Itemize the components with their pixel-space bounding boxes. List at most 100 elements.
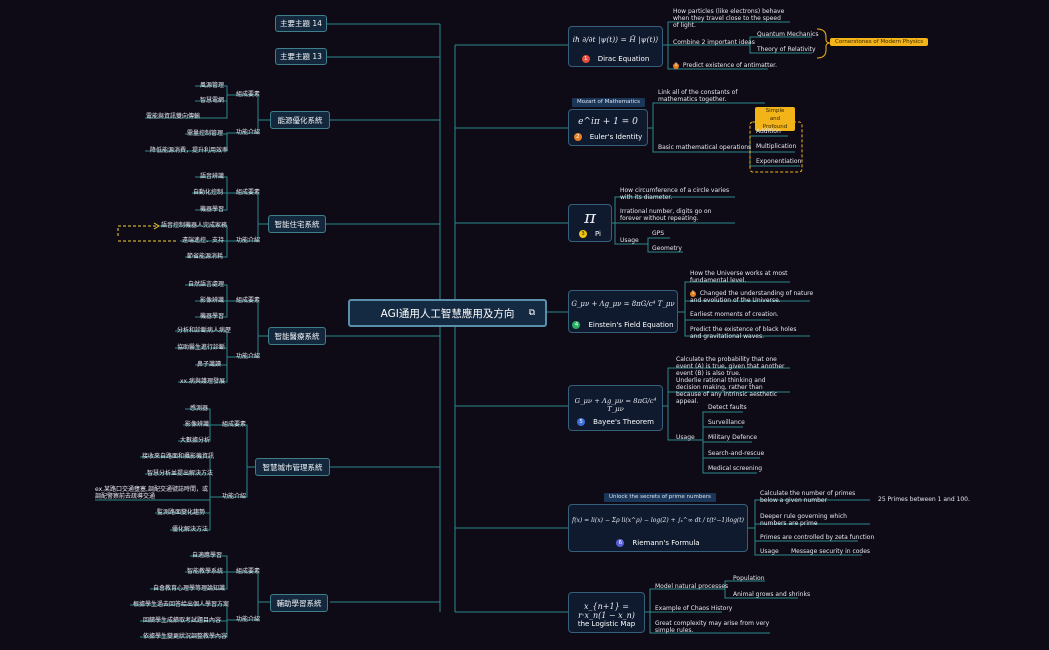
topic-13-label: 主要主題 13 — [280, 52, 322, 61]
medical-g1-item: 機器學習 — [200, 313, 225, 320]
number-badge: 3 — [578, 230, 587, 238]
logistic-formula: x_{n+1} = r·x_n(1 − x_n) — [578, 602, 635, 620]
home-g1-item: 機器學習 — [200, 206, 225, 213]
topic-city[interactable]: 智慧城市管理系統 — [255, 458, 330, 476]
logistic-title: the Logistic Map — [577, 620, 636, 628]
dirac-b2b: Theory of Relativity — [757, 46, 816, 53]
city-g2-item: 優化解決方法 — [172, 526, 209, 533]
logistic-b3: Great complexity may arise from very sim… — [655, 620, 770, 634]
topic-14[interactable]: 主要主題 14 — [275, 15, 327, 32]
dirac-b3-icon: 1 — [673, 62, 679, 69]
external-link-icon[interactable]: ⧉ — [528, 308, 535, 318]
euler-tag: Mozart of Mathematics — [572, 98, 646, 107]
medical-g1-item: 自然語言處理 — [188, 281, 225, 288]
learning-g1-item: 自會教育心理學等理論知識 — [153, 585, 226, 592]
central-title: AGI通用人工智慧應用及方向 — [380, 307, 515, 320]
bayes-b2: Underlie rational thinking and decision … — [676, 377, 778, 405]
euler-title: Euler's Identity — [589, 133, 643, 141]
bayes-use: Search-and-rescue — [708, 450, 765, 457]
energy-g2: 功能介紹 — [236, 129, 261, 136]
city-g1: 組成要素 — [222, 421, 247, 428]
energy-g2-item: 需量控制管理 — [187, 130, 224, 137]
pi-title: Pi — [594, 230, 601, 238]
dirac-formula: iħ ∂/∂t |ψ(t)⟩ = Ĥ |ψ(t)⟩ — [572, 35, 659, 44]
euler-formula: e^iπ + 1 = 0 — [578, 117, 638, 127]
topic-learning[interactable]: 輔助學習系統 — [270, 594, 328, 612]
pi-node[interactable]: π 3 Pi — [568, 204, 612, 242]
logistic-b1-item: Population — [733, 575, 765, 582]
pi-use: Geometry — [652, 245, 682, 252]
riemann-formula: f(x) = li(x) − Σρ li(x^ρ) − log(2) + ∫ₓ^… — [571, 517, 745, 524]
medical-g1: 組成要素 — [236, 297, 261, 304]
topic-home[interactable]: 智能住宅系統 — [268, 215, 326, 233]
topic-medical[interactable]: 智能醫療系統 — [268, 327, 326, 345]
learning-g2-item: 依據學生變更狀況調整教學內容 — [143, 633, 228, 640]
number-badge: 1 — [581, 55, 590, 63]
bayes-use: Surveillance — [708, 419, 745, 426]
dirac-b3-row: 1 Predict existence of antimatter. — [673, 62, 777, 69]
dirac-b2a: Quantum Mechanics — [757, 31, 819, 38]
bayes-use: Military Defence — [708, 434, 758, 441]
einstein-b4: Predict the existence of black holes and… — [690, 326, 797, 340]
riemann-node[interactable]: f(x) = li(x) − Σρ li(x^ρ) − log(2) + ∫ₓ^… — [568, 504, 748, 552]
number-badge: 5 — [577, 418, 586, 426]
euler-b1: Link all of the constants of mathematics… — [658, 89, 738, 103]
medical-title: 智能醫療系統 — [274, 331, 320, 341]
riemann-b4a: Message security in codes — [791, 548, 871, 555]
medical-g2-item: 分析和診斷病人病歷 — [177, 327, 232, 334]
city-g2-item: 接收來自路面和攝影機資訊 — [142, 453, 215, 460]
einstein-b2-icon: 1 — [690, 290, 696, 297]
medical-g2-item: 鼻子識讀 — [197, 361, 222, 368]
energy-g2-item: 降低能源消費，提升利用效率 — [150, 147, 229, 154]
bayes-b1: Calculate the probability that one event… — [676, 356, 785, 377]
topic-energy[interactable]: 能源優化系統 — [270, 111, 330, 129]
pi-b1: How circumference of a circle varies wit… — [620, 187, 730, 201]
home-g2: 功能介紹 — [236, 237, 261, 244]
energy-title: 能源優化系統 — [277, 115, 323, 125]
bayes-b3: Usage — [676, 434, 695, 441]
topic-13[interactable]: 主要主題 13 — [275, 48, 327, 65]
dirac-summary[interactable]: Cornerstones of Modern Physics — [830, 38, 929, 46]
riemann-tag: Unlock the secrets of prime numbers — [604, 493, 716, 502]
learning-g2: 功能介紹 — [236, 616, 261, 623]
home-g1-item: 自動化控制 — [193, 189, 224, 196]
logistic-b1-item: Animal grows and shrinks — [733, 591, 811, 598]
learning-g2-item: 根據學生過去回答給出個人學習方案 — [133, 601, 230, 608]
riemann-b4: Usage — [760, 548, 779, 555]
euler-callout[interactable]: Simple and Profound — [755, 107, 795, 131]
euler-b2: Basic mathematical operations — [658, 144, 752, 151]
energy-g1-item: 智慧電網 — [200, 97, 225, 104]
learning-g1: 組成要素 — [236, 568, 261, 575]
number-badge: 6 — [616, 539, 625, 547]
dirac-b1: How particles (like electrons) behave wh… — [673, 8, 785, 29]
riemann-b1: Calculate the number of primes below a g… — [760, 490, 856, 504]
energy-g1-item: 風源管理 — [200, 82, 225, 89]
bayes-use: Medical screening — [708, 465, 763, 472]
pi-b2: Irrational number, digits go on forever … — [620, 208, 712, 222]
central-topic[interactable]: AGI通用人工智慧應用及方向 ⧉ — [348, 299, 547, 327]
home-title: 智能住宅系統 — [274, 219, 320, 229]
city-g2: 功能介紹 — [222, 493, 247, 500]
pi-formula: π — [584, 207, 596, 228]
medical-g1-item: 影像辨識 — [200, 297, 225, 304]
city-g2-item: 智慧分析並提出解決方法 — [147, 470, 214, 477]
dirac-node[interactable]: iħ ∂/∂t |ψ(t)⟩ = Ĥ |ψ(t)⟩ 1 Dirac Equatio… — [568, 26, 663, 67]
bayes-use: Detect faults — [708, 404, 747, 411]
dirac-title: Dirac Equation — [597, 55, 650, 63]
pi-use: GPS — [652, 230, 665, 237]
logistic-node[interactable]: x_{n+1} = r·x_n(1 − x_n) the Logistic Ma… — [568, 592, 645, 633]
riemann-title: Riemann's Formula — [632, 539, 700, 547]
bayes-title: Bayee's Theorem — [593, 418, 654, 426]
city-g1-item: 影像辨識 — [185, 421, 210, 428]
home-g1: 組成要素 — [236, 189, 261, 196]
riemann-b2: Deeper rule governing which numbers are … — [760, 513, 847, 527]
logistic-b2: Example of Chaos History — [655, 605, 733, 612]
learning-g2-item: 回饋學生成績取考試題目內容 — [143, 617, 222, 624]
topic-14-label: 主要主題 14 — [280, 19, 322, 28]
logistic-b1: Model natural processes — [655, 583, 729, 590]
einstein-b2: Changed the understanding of nature and … — [690, 290, 814, 304]
learning-g1-item: 自適應學習 — [192, 552, 223, 559]
